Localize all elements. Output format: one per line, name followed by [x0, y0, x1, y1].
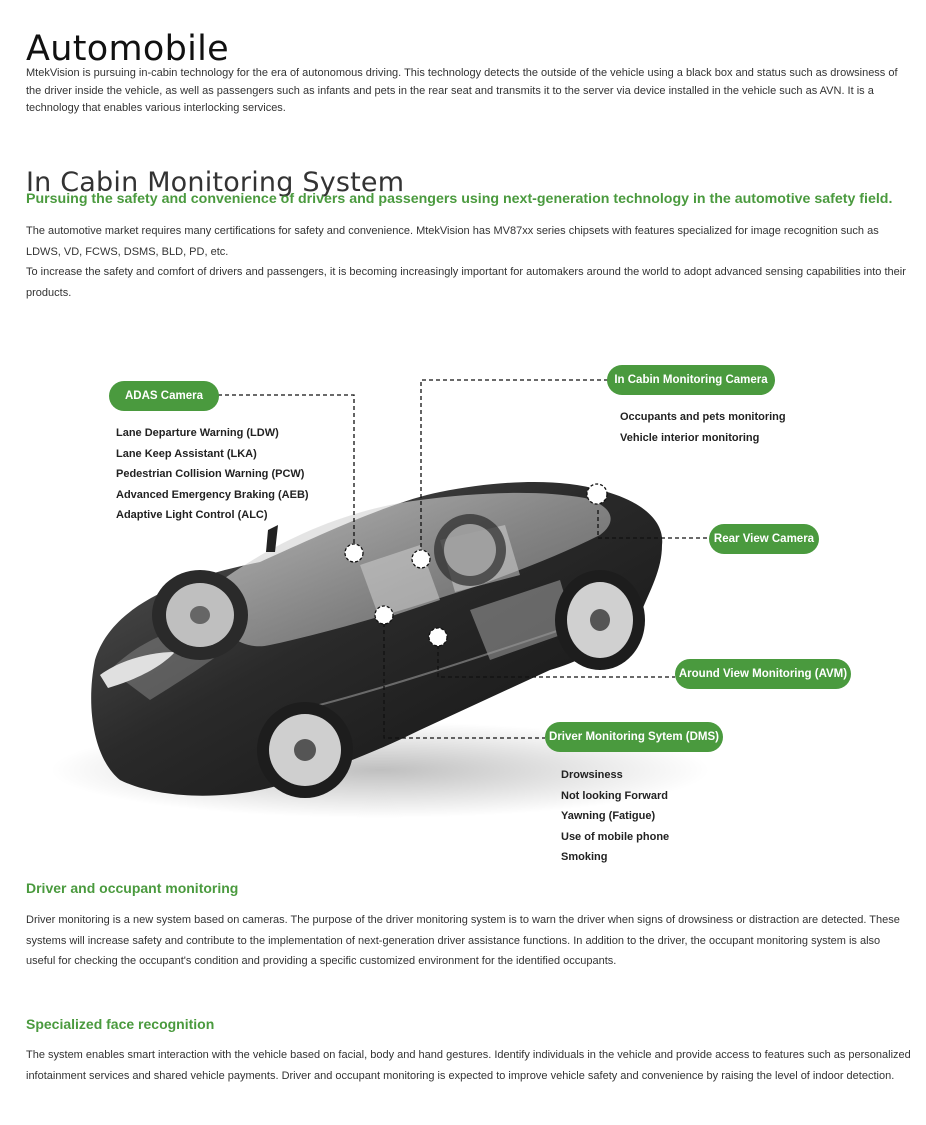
car-illustration — [50, 379, 710, 818]
rear-view-camera-point — [586, 483, 608, 505]
list-item: Drowsiness — [561, 769, 623, 781]
section-title: In Cabin Monitoring System — [26, 167, 405, 199]
avm-label: Around View Monitoring (AVM) — [675, 659, 851, 689]
avm-camera-point — [428, 627, 448, 647]
rear-view-connector — [597, 510, 710, 539]
driver-monitoring-title: Driver and occupant monitoring — [26, 880, 239, 896]
adas-camera-point — [344, 543, 364, 563]
section-paragraph-1: The automotive market requires many cert… — [26, 225, 879, 258]
list-item: Yawning (Fatigue) — [561, 810, 656, 823]
dms-connector — [383, 623, 545, 739]
front-left-wheel — [152, 570, 248, 660]
dms-camera-point — [374, 605, 394, 625]
rear-view-camera-label: Rear View Camera — [709, 524, 819, 554]
adas-camera-label: ADAS Camera — [109, 381, 219, 411]
in-cabin-connector — [420, 379, 608, 552]
dms-label: Driver Monitoring Sytem (DMS) — [545, 722, 723, 752]
list-item: Use of mobile phone — [561, 830, 670, 843]
intro-paragraph: MtekVision is pursuing in-cabin technolo… — [26, 67, 898, 114]
section-paragraph-2: To increase the safety and comfort of dr… — [26, 266, 906, 300]
dms-feature-list: Drowsiness Not looking Forward Yawning (… — [561, 765, 669, 868]
list-item: Advanced Emergency Braking (AEB) — [116, 488, 309, 501]
car-body — [91, 481, 663, 796]
list-item: Occupants and pets monitoring — [620, 411, 786, 423]
avm-connector — [437, 645, 675, 678]
face-recognition-text: The system enables smart interaction wit… — [26, 1049, 911, 1082]
car-camera-diagram: ADAS Camera Lane Departure Warning (LDW)… — [0, 330, 926, 870]
in-cabin-camera-label: In Cabin Monitoring Camera — [607, 365, 775, 395]
list-item: Adaptive Light Control (ALC) — [116, 509, 268, 522]
section-body: The automotive market requires many cert… — [26, 221, 911, 304]
list-item: Lane Keep Assistant (LKA) — [116, 447, 257, 460]
rear-left-wheel — [434, 514, 506, 586]
rear-right-wheel — [555, 570, 645, 670]
driver-monitoring-text: Driver monitoring is a new system based … — [26, 914, 900, 968]
in-cabin-camera-point — [411, 549, 431, 569]
in-cabin-feature-list: Occupants and pets monitoring Vehicle in… — [620, 407, 786, 448]
list-item: Lane Departure Warning (LDW) — [116, 427, 279, 439]
list-item: Pedestrian Collision Warning (PCW) — [116, 468, 305, 481]
face-recognition-title: Specialized face recognition — [26, 1016, 215, 1032]
page-title: Automobile — [26, 29, 229, 70]
adas-connector — [218, 394, 355, 545]
list-item: Vehicle interior monitoring — [620, 431, 760, 444]
section-headline: Pursuing the safety and convenience of d… — [26, 191, 893, 207]
adas-feature-list: Lane Departure Warning (LDW) Lane Keep A… — [116, 423, 309, 526]
list-item: Smoking — [561, 851, 608, 864]
list-item: Not looking Forward — [561, 789, 668, 802]
front-right-wheel — [257, 702, 353, 798]
